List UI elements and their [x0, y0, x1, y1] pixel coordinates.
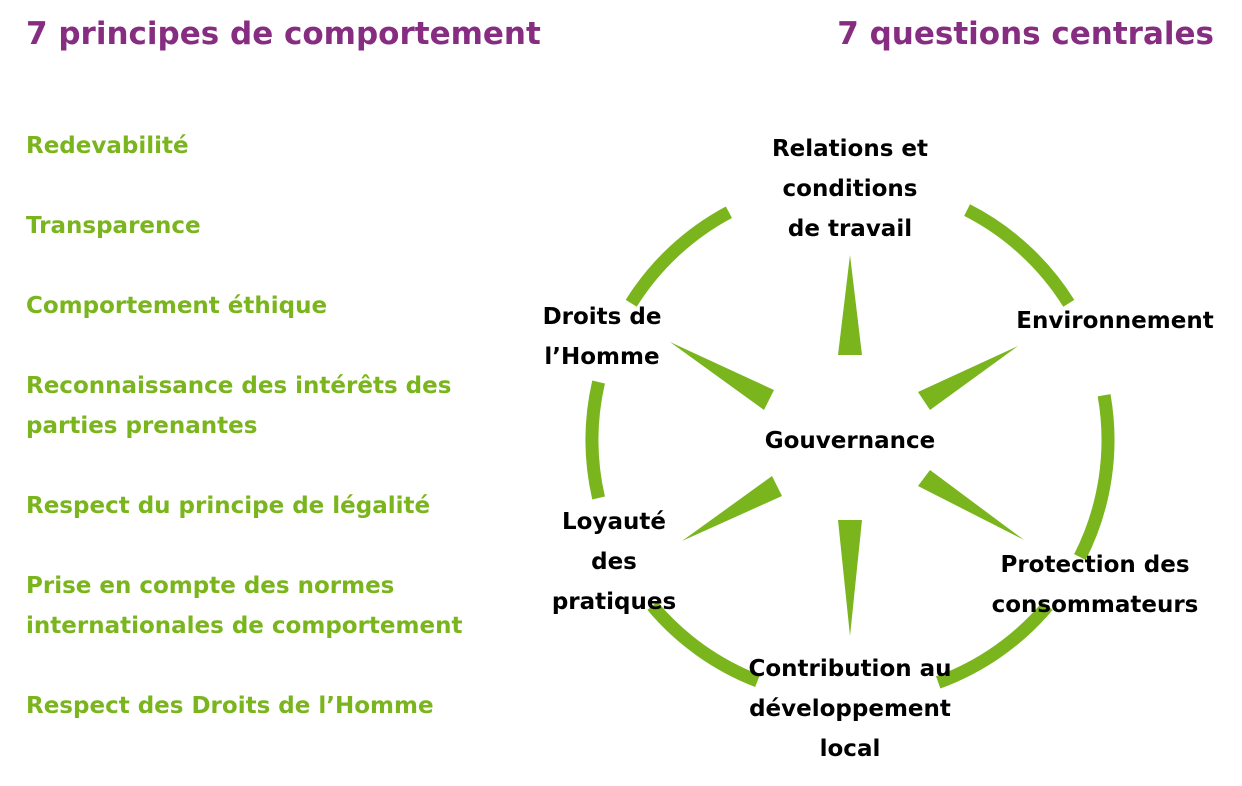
diagram-spoke [918, 470, 1024, 540]
node-droits-homme: Droits de l’Homme [543, 304, 662, 370]
principles-heading: 7 principes de comportement [26, 16, 541, 52]
node-label-line: Environnement [1016, 308, 1213, 334]
node-label-line: Contribution au [748, 656, 951, 682]
node-label-line: local [820, 736, 881, 762]
node-label-line: de travail [788, 216, 912, 242]
principle-line: Respect des Droits de l’Homme [26, 693, 434, 719]
principle-item: Reconnaissance des intérêts des parties p… [26, 366, 451, 446]
diagram-spoke [670, 342, 774, 410]
principle-item: Redevabilité [26, 126, 189, 166]
principle-line: Reconnaissance des intérêts des [26, 373, 452, 399]
principle-item: Respect des Droits de l’Homme [26, 686, 434, 726]
diagram-spoke [838, 520, 862, 636]
core-subjects-heading: 7 questions centrales [837, 16, 1214, 52]
node-environnement: Environnement [1016, 308, 1213, 334]
principle-line: Redevabilité [26, 133, 189, 159]
node-label-line: Droits de [543, 304, 662, 330]
principle-line: Comportement éthique [26, 293, 328, 319]
ring-arc [647, 601, 760, 687]
node-relations-travail: Relations et conditions de travail [772, 136, 928, 242]
ring-arc [1074, 394, 1115, 561]
node-label-line: conditions [783, 176, 918, 202]
principle-line: internationales de comportement [26, 613, 463, 639]
node-label-line: développement [749, 696, 951, 722]
ring-arc [964, 204, 1075, 307]
node-label-line: Relations et [772, 136, 928, 162]
principle-item: Transparence [26, 206, 201, 246]
node-protection-consommateurs: Protection des consommateurs [992, 552, 1199, 618]
diagram-spokes [670, 255, 1024, 636]
node-label-line: consommateurs [992, 592, 1199, 618]
diagram-spoke [838, 255, 862, 355]
diagram-spoke [682, 476, 782, 541]
principle-item: Prise en compte des normes internationale… [26, 566, 462, 646]
principle-item: Comportement éthique [26, 286, 327, 326]
node-label-line: Loyauté [562, 509, 666, 535]
diagram-spoke [918, 346, 1018, 410]
principle-line: parties prenantes [26, 413, 258, 439]
node-label-line: l’Homme [544, 344, 659, 370]
principle-item: Respect du principe de légalité [26, 486, 430, 526]
diagram-ring [585, 204, 1115, 689]
ring-arc [585, 380, 605, 500]
principle-line: Prise en compte des normes [26, 573, 395, 599]
principle-line: Respect du principe de légalité [26, 493, 431, 519]
node-label-line: Gouvernance [765, 428, 936, 454]
ring-arc [935, 601, 1053, 689]
node-label-line: des [591, 549, 637, 575]
diagram-labels: Gouvernance Relations et conditions de trav… [543, 136, 1214, 762]
node-label-line: pratiques [552, 589, 676, 615]
center-node-gouvernance: Gouvernance [765, 428, 936, 454]
node-loyaute-pratiques: Loyauté des pratiques [552, 509, 676, 615]
principle-line: Transparence [26, 213, 201, 239]
node-contribution-developpement: Contribution au développement local [748, 656, 951, 762]
node-label-line: Protection des [1000, 552, 1189, 578]
ring-arc [625, 206, 732, 307]
